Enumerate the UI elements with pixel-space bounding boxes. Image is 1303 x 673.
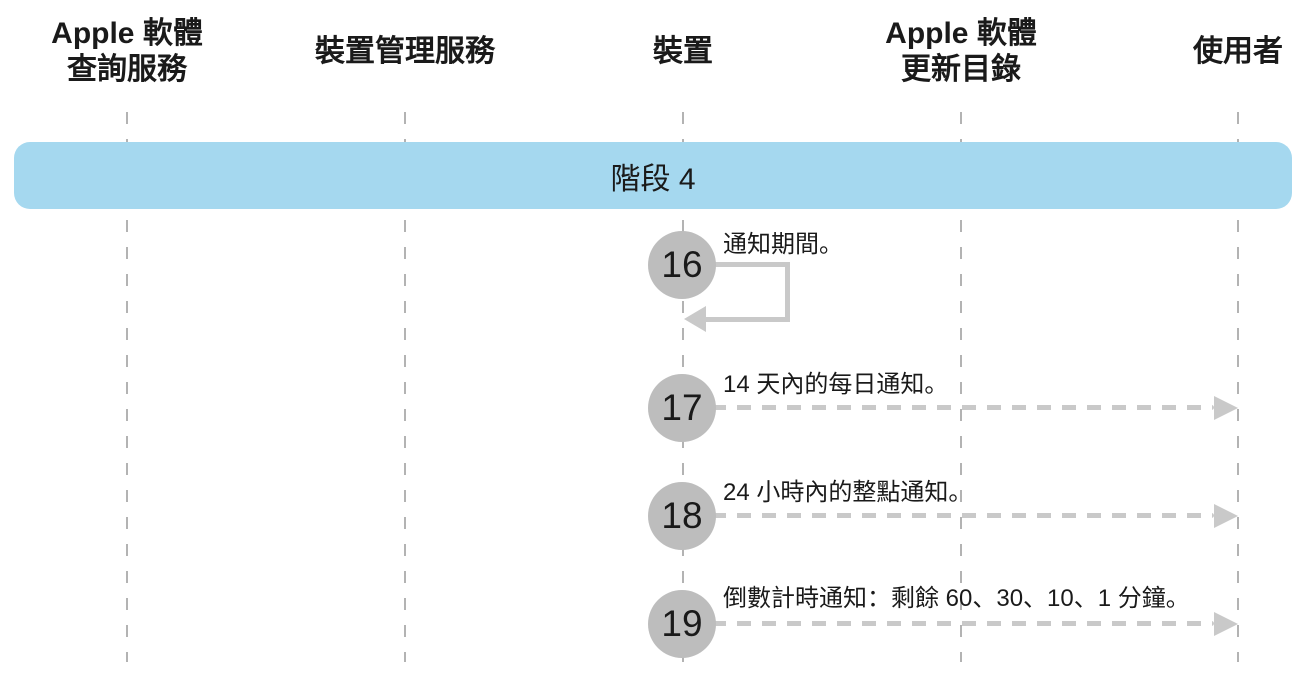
step-label-17: 14 天內的每日通知。 <box>723 371 949 398</box>
self-loop-arrow-right <box>785 262 790 322</box>
self-loop-arrowhead-icon <box>684 306 706 332</box>
lifeline-apple-software-lookup-service <box>126 112 128 662</box>
header-line: 裝置管理服務 <box>315 35 495 68</box>
header-device-management-service: 裝置管理服務 <box>275 14 535 90</box>
step-label-18: 24 小時內的整點通知。 <box>723 479 973 506</box>
header-line: Apple 軟體 <box>885 17 1037 50</box>
header-line: 使用者 <box>1193 35 1283 68</box>
step-circle-16: 16 <box>648 231 716 299</box>
lifeline-device-management-service <box>404 112 406 662</box>
header-line: Apple 軟體 <box>51 17 203 50</box>
phase-banner-label: 階段 4 <box>610 162 696 196</box>
arrowhead-right-icon <box>1214 504 1238 528</box>
header-line: 查詢服務 <box>67 53 187 86</box>
header-apple-software-update-catalog: Apple 軟體 更新目錄 <box>831 14 1091 90</box>
lifeline-apple-software-update-catalog <box>960 112 962 662</box>
self-loop-arrow-top <box>700 262 790 267</box>
header-device: 裝置 <box>553 14 813 90</box>
dashed-arrow-line-19 <box>712 621 1214 626</box>
dashed-arrow-line-17 <box>712 405 1214 410</box>
arrowhead-right-icon <box>1214 396 1238 420</box>
phase-banner: 階段 4 <box>14 142 1292 209</box>
step-label-16: 通知期間。 <box>723 231 843 258</box>
header-apple-software-lookup-service: Apple 軟體 查詢服務 <box>0 14 257 90</box>
header-line: 更新目錄 <box>901 53 1021 86</box>
dashed-arrow-line-18 <box>712 513 1214 518</box>
step-circle-19: 19 <box>648 590 716 658</box>
step-number: 19 <box>661 603 703 644</box>
header-line: 裝置 <box>653 35 713 68</box>
lifeline-user <box>1237 112 1239 662</box>
step-circle-17: 17 <box>648 374 716 442</box>
step-label-19: 倒數計時通知：剩餘 60、30、10、1 分鐘。 <box>723 585 1190 612</box>
arrowhead-right-icon <box>1214 612 1238 636</box>
step-circle-18: 18 <box>648 482 716 550</box>
header-user: 使用者 <box>1108 14 1303 90</box>
self-loop-arrow-bottom <box>704 317 790 322</box>
step-number: 16 <box>661 244 703 285</box>
step-number: 17 <box>661 387 703 428</box>
step-number: 18 <box>661 495 703 536</box>
